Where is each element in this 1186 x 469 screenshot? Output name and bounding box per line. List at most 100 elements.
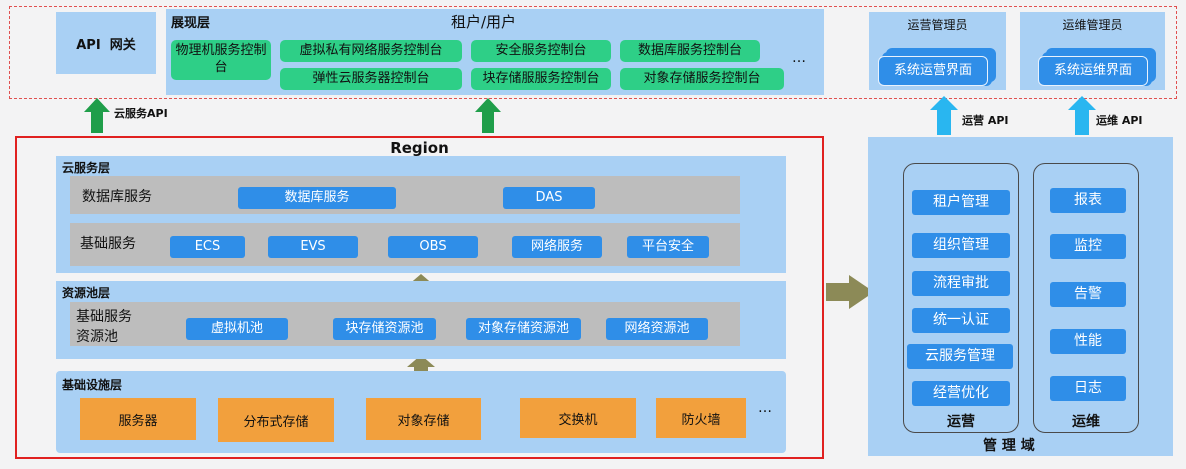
- region-frame: Region: [15, 136, 824, 459]
- tenant-user-title: 租户/用户: [451, 13, 517, 31]
- workflow-approval-chip[interactable]: 流程审批: [912, 271, 1010, 296]
- firewall-box[interactable]: 防火墙: [656, 398, 746, 438]
- console-label: 数据库服务控制台: [637, 42, 742, 58]
- chip-label: 网络资源池: [624, 320, 690, 336]
- vm-pool-chip[interactable]: 虚拟机池: [186, 318, 288, 340]
- ops-api-label: 运营 API: [962, 114, 1009, 127]
- maint-column: 运维: [1033, 163, 1139, 433]
- db-service-band-label: 数据库服务: [82, 189, 152, 205]
- object-storage-box[interactable]: 对象存储: [366, 398, 481, 440]
- infrastructure-layer-title: 基础设施层: [62, 378, 123, 392]
- chip-label: EVS: [300, 238, 326, 254]
- infra-label: 分布式存储: [243, 414, 309, 430]
- chip-label: ECS: [194, 238, 221, 254]
- performance-chip[interactable]: 性能: [1050, 329, 1126, 354]
- management-domain-title: 管 理 域: [983, 438, 1035, 454]
- network-service-chip[interactable]: 网络服务: [512, 236, 602, 258]
- chip-label: 块存储资源池: [345, 320, 424, 336]
- chip-label: 网络服务: [530, 238, 583, 254]
- maint-admin-title: 运维管理员: [1062, 18, 1123, 32]
- console-label: 物理机服务控制台: [175, 43, 267, 75]
- api-gateway: API 网关: [56, 12, 156, 74]
- server-box[interactable]: 服务器: [80, 398, 196, 440]
- ops-column: 运营: [903, 163, 1019, 433]
- chip-label: 租户管理: [933, 193, 989, 210]
- db-service-band: 数据库服务: [70, 176, 740, 214]
- infra-label: 防火墙: [681, 412, 721, 428]
- infra-label: 对象存储: [397, 413, 450, 429]
- console-block-storage[interactable]: 块存储服服务控制台: [471, 68, 611, 90]
- alarm-chip[interactable]: 告警: [1050, 282, 1126, 307]
- chip-label: 告警: [1074, 285, 1102, 302]
- region-title: Region: [390, 139, 449, 157]
- unified-auth-chip[interactable]: 统一认证: [912, 308, 1010, 333]
- maint-api-arrow: [1068, 96, 1096, 135]
- consoles-ellipsis: …: [792, 50, 806, 66]
- chip-label: 日志: [1074, 379, 1102, 396]
- console-database[interactable]: 数据库服务控制台: [620, 40, 760, 62]
- chip-label: OBS: [419, 238, 447, 254]
- ecs-chip[interactable]: ECS: [170, 236, 245, 258]
- cloud-api-label: 云服务API: [114, 107, 168, 120]
- das-chip[interactable]: DAS: [503, 187, 595, 209]
- resource-pool-band-label-1: 基础服务: [76, 309, 132, 325]
- org-mgmt-chip[interactable]: 组织管理: [912, 233, 1010, 258]
- cloud-service-layer-title: 云服务层: [62, 161, 111, 175]
- block-storage-pool-chip[interactable]: 块存储资源池: [333, 318, 436, 340]
- chip-label: 报表: [1074, 191, 1102, 208]
- infra-label: 服务器: [118, 413, 158, 429]
- top-dashed-frame: [9, 6, 1177, 99]
- business-optimization-chip[interactable]: 经营优化: [912, 381, 1010, 406]
- obs-chip[interactable]: OBS: [388, 236, 478, 258]
- infra-label: 交换机: [558, 412, 598, 428]
- chip-label: 虚拟机池: [210, 320, 263, 336]
- cloud-service-mgmt-chip[interactable]: 云服务管理: [907, 344, 1013, 369]
- console-label: 安全服务控制台: [495, 42, 587, 58]
- switch-box[interactable]: 交换机: [520, 398, 636, 438]
- platform-security-chip[interactable]: 平台安全: [627, 236, 709, 258]
- object-storage-pool-chip[interactable]: 对象存储资源池: [466, 318, 581, 340]
- console-security[interactable]: 安全服务控制台: [471, 40, 611, 62]
- chip-label: 性能: [1074, 332, 1102, 349]
- tenant-api-arrow: [475, 98, 501, 133]
- resource-pool-layer-title: 资源池层: [62, 286, 111, 300]
- network-pool-chip[interactable]: 网络资源池: [606, 318, 708, 340]
- ops-admin-title: 运营管理员: [907, 18, 968, 32]
- console-label: 块存储服服务控制台: [482, 70, 600, 86]
- db-service-chip[interactable]: 数据库服务: [238, 187, 396, 209]
- chip-label: DAS: [535, 189, 563, 205]
- console-label: 对象存储服务控制台: [643, 70, 761, 86]
- ops-column-title: 运营: [947, 414, 975, 430]
- maint-column-title: 运维: [1072, 414, 1100, 430]
- chip-label: 统一认证: [933, 311, 989, 328]
- cloud-api-arrow: [84, 98, 110, 133]
- infra-ellipsis: …: [758, 400, 772, 416]
- console-ecs[interactable]: 弹性云服务器控制台: [280, 68, 462, 90]
- chip-label: 对象存储资源池: [477, 320, 569, 336]
- chip-label: 平台安全: [641, 238, 694, 254]
- console-label: 弹性云服务器控制台: [312, 70, 430, 86]
- console-vpc[interactable]: 虚拟私有网络服务控制台: [280, 40, 462, 62]
- distributed-storage-box[interactable]: 分布式存储: [218, 398, 334, 442]
- ops-api-arrow: [930, 96, 958, 135]
- basic-service-band-label: 基础服务: [80, 236, 136, 252]
- tenant-mgmt-chip[interactable]: 租户管理: [912, 190, 1010, 215]
- chip-label: 监控: [1074, 237, 1102, 254]
- maint-api-label: 运维 API: [1096, 114, 1143, 127]
- maint-ui-label: 系统运维界面: [1053, 62, 1132, 78]
- evs-chip[interactable]: EVS: [268, 236, 358, 258]
- monitor-chip[interactable]: 监控: [1050, 234, 1126, 259]
- chip-label: 云服务管理: [925, 347, 995, 364]
- chip-label: 组织管理: [933, 236, 989, 253]
- chip-label: 经营优化: [933, 384, 989, 401]
- chip-label: 流程审批: [933, 274, 989, 291]
- console-physical-machine[interactable]: 物理机服务控制台: [171, 40, 271, 80]
- maint-ui-button[interactable]: 系统运维界面: [1038, 56, 1148, 86]
- resource-pool-band-label-2: 资源池: [76, 329, 118, 345]
- ops-ui-button[interactable]: 系统运营界面: [878, 56, 988, 86]
- console-label: 虚拟私有网络服务控制台: [299, 42, 443, 58]
- report-chip[interactable]: 报表: [1050, 188, 1126, 213]
- console-object-storage[interactable]: 对象存储服务控制台: [620, 68, 784, 90]
- log-chip[interactable]: 日志: [1050, 376, 1126, 401]
- chip-label: 数据库服务: [284, 189, 350, 205]
